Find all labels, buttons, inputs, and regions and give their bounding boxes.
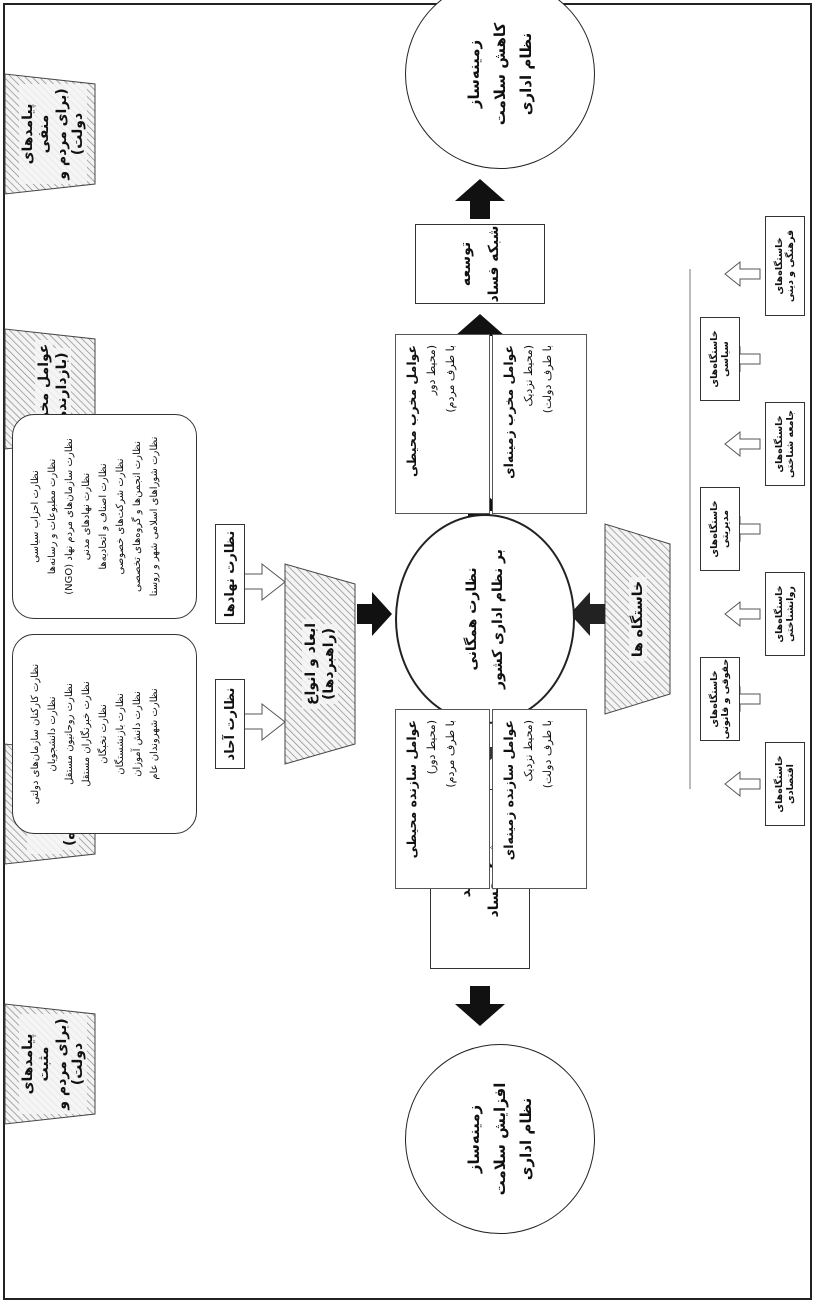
individual-item: نظارت روحانیون مستقل [64,683,75,785]
origins-header-line1: خاستگاه ها [628,576,647,662]
center-line1: نظارت همگانی [464,567,480,671]
constructive-far-box: عوامل سازنده محیطی (محیط دور) با طرف مرد… [395,709,490,889]
origin-managerial: خاستگاه‌های مدیریتی [700,487,740,571]
institutional-item: نظارت نهادهای مدنی [81,472,92,561]
origin-legal-text: خاستگاه‌های حقوقی و قانونی [709,658,731,740]
origin-cultural-text: خاستگاه‌های فرهنگی و دینی [774,229,796,303]
institutional-item: نظارت مطبوعات و رسانه‌ها [47,458,58,575]
develop-line2: شبکه فساد [486,225,502,303]
individual-oversight-label-text: نظارت آحاد [222,687,238,761]
destructive-near-l2: (محیط نزدیک [522,345,535,407]
individual-item: نظارت شهروندان عام [149,688,160,780]
origin-psychological: خاستگاه‌های روانشناختی [765,572,805,656]
individual-item: نظارت دانشجویان [47,696,58,772]
destructive-far-box: عوامل مخرب محیطی (محیط دور با طرف مردم) [395,334,490,514]
origin-economic-text: خاستگاه‌های اقتصادی [774,755,796,813]
negative-outcomes-header: پیامدهای منفی (برای مردم و دولت) [15,84,90,184]
origin-political-text: خاستگاه‌های سیاسی [709,330,731,388]
right-result-line3: نظام اداری [517,32,535,116]
destructive-far-l2: (محیط دور [425,345,438,396]
left-result-line2: افزایش سلامت [491,1082,509,1196]
positive-outcomes-header: پیامدهای مثبت (برای مردم و دولت) [15,1014,90,1114]
origin-sociological: خاستگاه‌های جامعه شناختی [765,402,805,486]
constructive-far-l3: با طرف مردم) [444,720,457,788]
destructive-far-title: عوامل مخرب محیطی [404,345,419,478]
destructive-near-box: عوامل مخرب زمینه‌ای (محیط نزدیک با طرف د… [492,334,587,514]
right-result-line2: کاهش سلامت [491,22,509,126]
origin-cultural: خاستگاه‌های فرهنگی و دینی [765,216,805,316]
institutional-item: نظارت شوراهای اسلامی شهر و روستا [149,436,160,597]
arrow-institutional [239,562,286,602]
arrow-dimensions-down [357,592,392,636]
arrow-origins-up [570,592,605,636]
dimensions-header: ابعاد و انواع (راهبردها) [290,584,350,744]
constructive-near-l2: (محیط نزدیک [522,720,535,782]
develop-box: توسعه شبکه فساد [415,224,545,304]
destructive-far-l3: با طرف مردم) [444,345,457,413]
arrow-to-left-result [455,986,505,1026]
origins-header: خاستگاه ها [610,544,665,694]
left-result-line1: زمینه‌ساز [465,1104,483,1174]
destructive-near-title: عوامل مخرب زمینه‌ای [501,345,516,479]
individual-item: نظارت خبرنگاران مستقل [81,681,92,787]
right-result-line1: زمینه‌ساز [465,39,483,109]
institutional-oversight-label: نظارت نهادها [215,524,245,624]
origin-legal: خاستگاه‌های حقوقی و قانونی [700,657,740,741]
origin-political: خاستگاه‌های سیاسی [700,317,740,401]
positive-outcomes-line1: پیامدهای مثبت [18,1014,53,1114]
origin-economic: خاستگاه‌های اقتصادی [765,742,805,826]
individual-item: نظارت نخبگان [98,704,109,764]
constructive-far-title: عوامل سازنده محیطی [404,720,419,859]
destructive-near-l3: با طرف دولت) [541,345,554,414]
institutional-oversight-label-text: نظارت نهادها [222,530,238,618]
diagram-frame [3,3,812,1300]
origin-sociological-text: خاستگاه‌های جامعه شناختی [774,410,796,478]
institutional-item: نظارت سازمان‌های مردم نهاد (NGO) [64,438,75,595]
constructive-near-l3: با طرف دولت) [541,720,554,789]
constructive-far-l2: (محیط دور) [425,720,438,775]
institutional-item: نظارت شرکت‌های خصوصی [115,458,126,575]
individual-oversight-panel: نظارت کارکنان سازمان‌های دولتی نظارت دان… [12,634,197,834]
center-line2: بر نظام اداری کشور [490,549,506,689]
negative-outcomes-line1: پیامدهای منفی [18,84,53,184]
arrow-individual [239,702,286,742]
origin-managerial-text: خاستگاه‌های مدیریتی [709,500,731,558]
individual-oversight-label: نظارت آحاد [215,679,245,769]
center-circle: نظارت همگانی بر نظام اداری کشور [395,514,575,724]
negative-outcomes-line2: (برای مردم و دولت) [52,84,87,184]
individual-item: نظارت بازنشستگان [115,693,126,775]
develop-line1: توسعه [458,241,474,287]
left-result-circle: زمینه‌ساز افزایش سلامت نظام اداری [405,1044,595,1234]
arrow-to-right-result [455,179,505,219]
individual-item: نظارت کارکنان سازمان‌های دولتی [30,663,41,805]
left-result-line3: نظام اداری [517,1097,535,1181]
institutional-item: نظارت انجمن‌ها و گروه‌های تخصصی [132,441,143,592]
origin-psychological-text: خاستگاه‌های روانشناختی [774,585,796,643]
individual-item: نظارت دانش آموزان [132,691,143,777]
constructive-near-box: عوامل سازنده زمینه‌ای (محیط نزدیک با طرف… [492,709,587,889]
institutional-item: نظارت اصناف و اتحادیه‌ها [98,463,109,570]
institutional-oversight-panel: نظارت احزاب سیاسی نظارت مطبوعات و رسانه‌… [12,414,197,619]
dimensions-header-line1: ابعاد و انواع [302,618,320,710]
institutional-item: نظارت احزاب سیاسی [30,470,41,563]
dimensions-header-line2: (راهبردها) [320,624,338,704]
constructive-near-title: عوامل سازنده زمینه‌ای [501,720,516,861]
positive-outcomes-line2: (برای مردم و دولت) [52,1014,87,1114]
